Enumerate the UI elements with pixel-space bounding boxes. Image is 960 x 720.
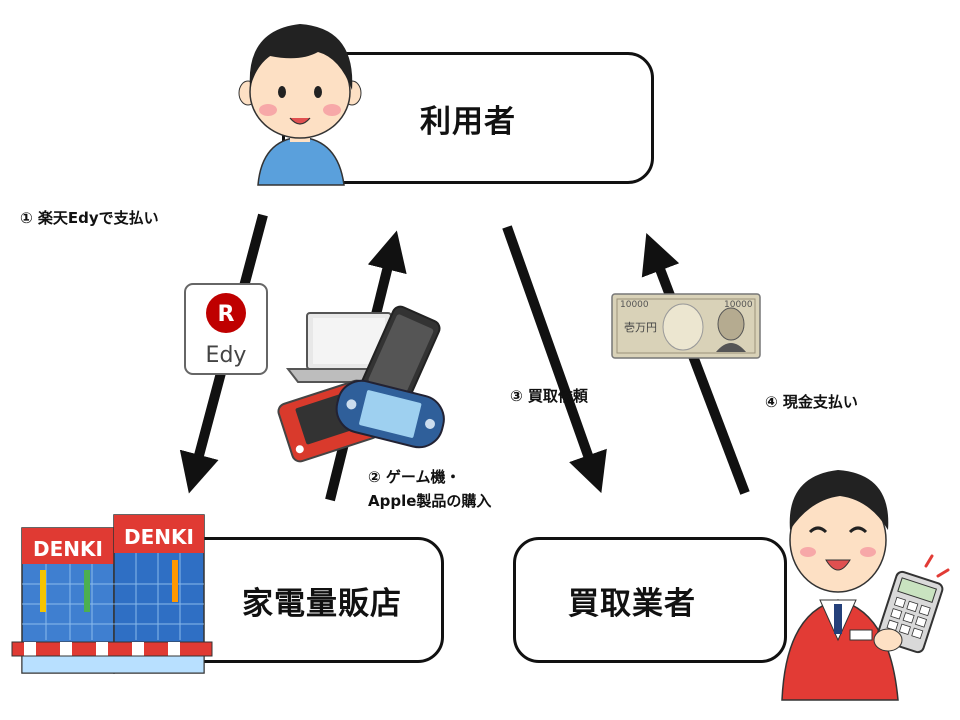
calculator-icon	[876, 570, 944, 654]
smartphone-icon	[360, 305, 441, 407]
store-sign-left: DENKI	[33, 537, 103, 561]
banknote-kanji: 壱万円	[624, 320, 657, 334]
node-user-label: 利用者	[420, 103, 516, 140]
edy-logo-letter: R	[218, 302, 235, 327]
banknote-denomination-left: 10000	[620, 300, 649, 310]
node-buyer: 買取業者	[513, 537, 787, 663]
step1-label: ① 楽天Edyで支払い	[20, 209, 159, 227]
banknote-portrait	[716, 307, 746, 352]
handheld-blue-icon	[335, 379, 445, 449]
node-store-label: 家電量販店	[242, 585, 402, 622]
step2-line2: Apple製品の購入	[368, 492, 492, 510]
node-store: 家電量販店	[170, 537, 444, 663]
banknote-denomination-right: 10000	[724, 300, 753, 310]
step2-label: ② ゲーム機・ Apple製品の購入	[368, 465, 491, 513]
step3-label: ③ 買取依頼	[510, 387, 588, 405]
arrow-step3	[502, 225, 607, 494]
step4-label: ④ 現金支払い	[765, 393, 858, 411]
store-sign-right: DENKI	[124, 525, 194, 549]
edy-card-text: Edy	[206, 343, 247, 368]
step2-line1: ② ゲーム機・	[368, 468, 461, 486]
arrow-step4	[641, 233, 750, 495]
node-buyer-label: 買取業者	[568, 585, 696, 622]
